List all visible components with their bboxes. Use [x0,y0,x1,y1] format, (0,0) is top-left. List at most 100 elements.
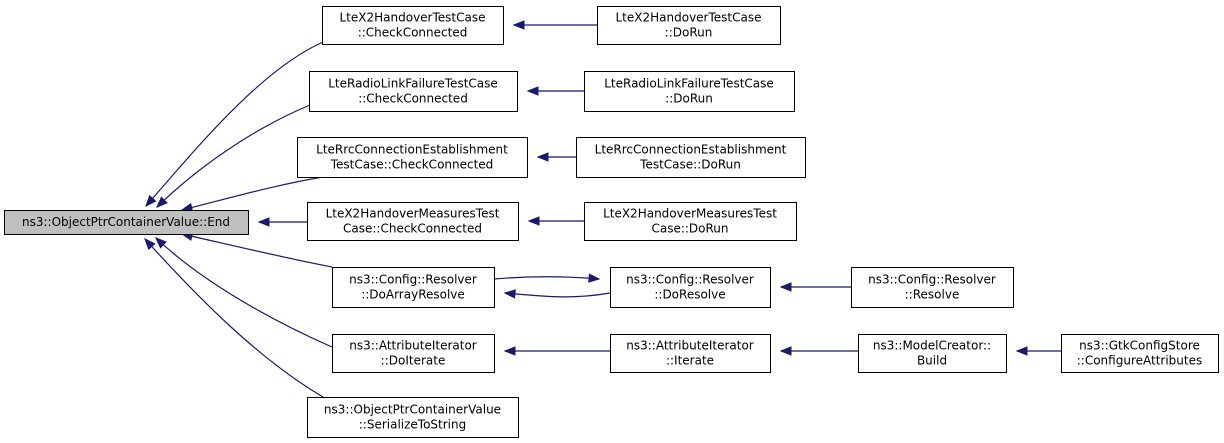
node-label-line: ::CheckConnected [358,26,468,40]
arrow-head-icon [779,346,792,356]
node-label-line: ns3::GtkConfigStore [1079,339,1200,353]
edge-line [144,238,324,398]
node-end[interactable]: ns3::ObjectPtrContainerValue::End [4,210,249,235]
arrow-head-icon [1015,346,1028,356]
arrow-head-icon [512,20,525,30]
node-label-line: LteRadioLinkFailureTestCase [328,77,498,91]
node-label-line: ::DoArrayResolve [361,288,465,302]
node-label-line: Case::DoRun [651,222,728,236]
node-label-line: Case::CheckConnected [343,222,482,236]
node-label-line: LteRrcConnectionEstablishment [595,143,787,157]
arrow-head-icon [527,216,540,226]
edge-line [181,176,324,211]
arrow-head-icon [155,237,167,249]
node-box [307,397,519,438]
edge-arr-to-dores [493,273,601,283]
arrow-head-icon [536,152,549,162]
node-label-line: ::SerializeToString [359,418,467,432]
arrow-head-icon [257,217,270,227]
node-label-line: ::Resolve [905,288,960,302]
node-label-line: LteX2HandoverTestCase [340,11,486,25]
arrow-head-icon [145,194,157,208]
node-ser[interactable]: ns3::ObjectPtrContainerValue::SerializeT… [307,397,519,438]
node-label-line: ns3::ObjectPtrContainerValue [324,403,501,417]
edge-rrc_run-to-rrc_cc [536,152,576,162]
node-label-line: LteX2HandoverMeasuresTest [326,207,500,221]
node-label-line: LteX2HandoverMeasuresTest [603,207,777,221]
node-label-line: ns3::AttributeIterator [626,339,754,353]
arrow-head-icon [503,289,516,299]
node-box [610,334,771,373]
node-arr[interactable]: ns3::Config::Resolver::DoArrayResolve [332,267,495,308]
node-label-line: LteRrcConnectionEstablishment [316,143,508,157]
edge-x2m_cc-to-end [257,217,307,227]
node-iter[interactable]: ns3::AttributeIterator::Iterate [610,334,771,373]
edge-ser-to-end [144,238,324,398]
node-label-line: ::CheckConnected [358,92,468,106]
node-box [297,137,528,178]
node-box [307,202,519,241]
node-gtk[interactable]: ns3::GtkConfigStore::ConfigureAttributes [1061,334,1219,373]
node-box [332,334,495,373]
node-label-line: ::DoIterate [381,354,446,368]
arrow-head-icon [156,196,168,208]
node-box [4,210,249,235]
node-label-line: ::DoRun [665,26,713,40]
node-label-line: TestCase::CheckConnected [330,158,494,172]
edge-x2h_cc-to-end [145,41,324,208]
node-dores[interactable]: ns3::Config::Resolver::DoResolve [610,267,771,308]
edge-rrc_cc-to-end [180,176,324,212]
node-rlf_cc[interactable]: LteRadioLinkFailureTestCase::CheckConnec… [309,71,518,112]
node-box [858,334,1007,373]
node-label-line: ::ConfigureAttributes [1077,354,1202,368]
nodes: ns3::ObjectPtrContainerValue::End LteX2Ha… [4,6,1219,438]
node-rrc_run[interactable]: LteRrcConnectionEstablishmentTestCase::D… [576,137,806,178]
node-x2h_cc[interactable]: LteX2HandoverTestCase::CheckConnected [322,6,504,45]
node-label-line: ns3::ObjectPtrContainerValue::End [22,215,230,229]
edge-rlf_run-to-rlf_cc [526,86,584,96]
edge-line [156,104,311,208]
node-box [597,6,781,45]
node-label-line: ns3::Config::Resolver [349,273,477,287]
node-box [322,6,504,45]
node-label-line: ::DoResolve [654,288,725,302]
edge-doiter-to-end [155,237,333,348]
edge-line [145,41,324,207]
arrow-head-icon [588,273,601,283]
node-label-line: TestCase::DoRun [639,158,741,172]
node-box [332,267,495,308]
node-label-line: LteRadioLinkFailureTestCase [604,77,774,91]
node-x2m_cc[interactable]: LteX2HandoverMeasuresTestCase::CheckConn… [307,202,519,241]
node-label-line: ns3::Config::Resolver [868,273,996,287]
arrow-head-icon [503,346,516,356]
edge-build-to-iter [779,346,858,356]
node-label-line: ns3::ModelCreator:: [873,339,991,353]
edge-resolve-to-dores [779,282,851,292]
node-box [851,267,1014,308]
node-label-line: Build [917,354,947,368]
arrow-head-icon [526,86,539,96]
node-resolve[interactable]: ns3::Config::Resolver::Resolve [851,267,1014,308]
edge-x2m_run-to-x2m_cc [527,216,584,226]
node-box [1061,334,1219,373]
node-build[interactable]: ns3::ModelCreator::Build [858,334,1007,373]
edge-dores-to-arr [503,289,611,299]
edges [144,20,1061,398]
node-label-line: ns3::AttributeIterator [349,339,477,353]
edge-iter-to-doiter [503,346,610,356]
node-label-line: ::Iterate [666,354,714,368]
node-label-line: ::DoRun [665,92,713,106]
arrow-head-icon [779,282,792,292]
edge-line [155,237,333,348]
edge-x2h_run-to-x2h_cc [512,20,597,30]
node-rlf_run[interactable]: LteRadioLinkFailureTestCase::DoRun [584,71,795,112]
arrow-head-icon [144,238,156,250]
node-box [576,137,806,178]
node-x2h_run[interactable]: LteX2HandoverTestCase::DoRun [597,6,781,45]
node-rrc_cc[interactable]: LteRrcConnectionEstablishmentTestCase::C… [297,137,528,178]
node-box [309,71,518,112]
node-doiter[interactable]: ns3::AttributeIterator::DoIterate [332,334,495,373]
edge-line [181,233,333,268]
